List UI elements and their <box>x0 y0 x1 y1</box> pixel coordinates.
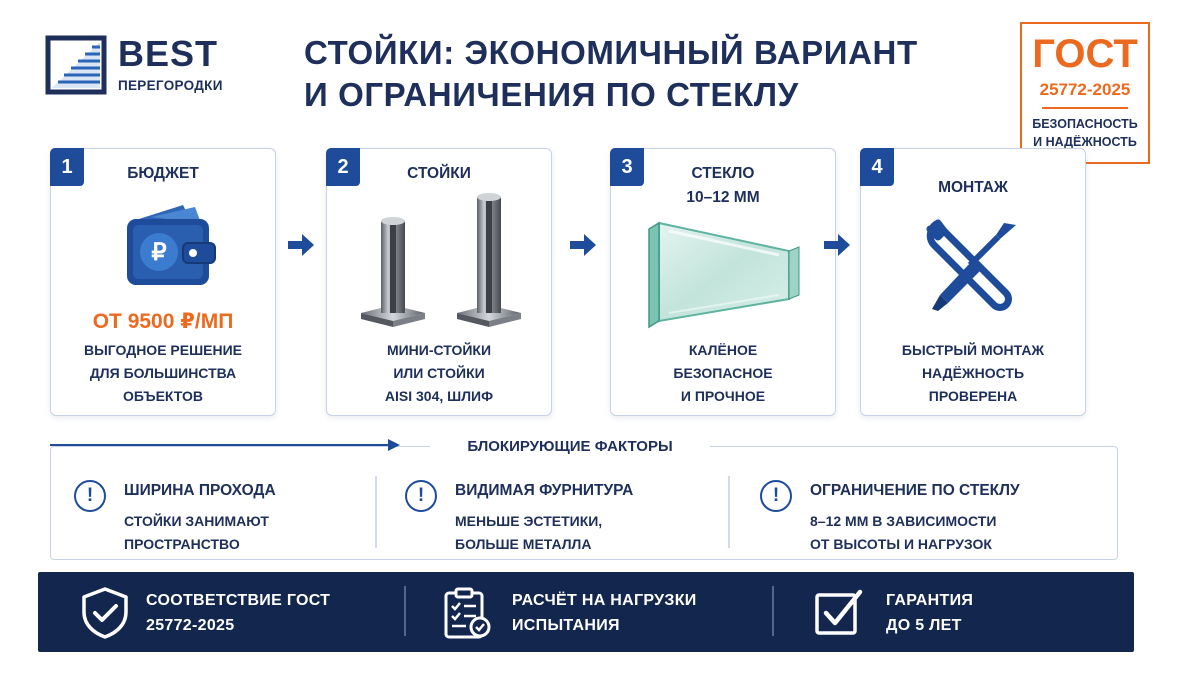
factor-title: ШИРИНА ПРОХОДА <box>124 482 276 499</box>
clipboard-checklist-icon <box>444 587 491 639</box>
flow-arrow-icon <box>570 234 596 256</box>
footer-item: РАСЧЁТ НА НАГРУЗКИ ИСПЫТАНИЯ <box>440 580 750 644</box>
shield-check-icon <box>82 587 128 639</box>
brand-name: BEST <box>118 33 219 74</box>
page-title: СТОЙКИ: ЭКОНОМИЧНЫЙ ВАРИАНТ И ОГРАНИЧЕНИ… <box>304 32 984 116</box>
factors-accent-line <box>50 444 390 446</box>
budget-price: ОТ 9500 ₽/МП <box>92 310 234 333</box>
step-description: КАЛЁНОЕ БЕЗОПАСНОЕ И ПРОЧНОЕ <box>611 339 835 408</box>
footer-item-text: СООТВЕТСТВИЕ ГОСТ 25772-2025 <box>146 588 330 638</box>
step-line: МИНИ-СТОЙКИ <box>386 342 492 358</box>
footer-item: СООТВЕТСТВИЕ ГОСТ 25772-2025 <box>78 580 378 644</box>
factor-description: СТОЙКИ ЗАНИМАЮТ ПРОСТРАНСТВО <box>124 510 269 556</box>
flow-arrow-icon <box>288 234 314 256</box>
footer-divider <box>772 586 774 636</box>
gost-badge: ГОСТ 25772-2025 БЕЗОПАСНОСТЬ И НАДЁЖНОСТ… <box>1020 22 1150 164</box>
factor-item: ! ВИДИМАЯ ФУРНИТУРА МЕНЬШЕ ЭСТЕТИКИ, БОЛ… <box>405 478 705 552</box>
factor-item: ! ШИРИНА ПРОХОДА СТОЙКИ ЗАНИМАЮТ ПРОСТРА… <box>74 478 364 552</box>
footer-line: СООТВЕТСТВИЕ ГОСТ <box>146 592 331 609</box>
flow-arrow-icon <box>824 234 850 256</box>
factor-title: ВИДИМАЯ ФУРНИТУРА <box>455 482 634 499</box>
brand-logo: BEST ПЕРЕГОРОДКИ <box>44 34 224 96</box>
brand-subtitle: ПЕРЕГОРОДКИ <box>118 78 223 93</box>
footer-divider <box>404 586 406 636</box>
step-line: ИЛИ СТОЙКИ <box>393 365 485 381</box>
footer-line: ДО 5 ЛЕТ <box>886 617 962 634</box>
step-line: ПРОВЕРЕНА <box>928 388 1018 404</box>
step-description: ВЫГОДНОЕ РЕШЕНИЕ ДЛЯ БОЛЬШИНСТВА ОБЪЕКТО… <box>51 339 275 408</box>
factor-line: ПРОСТРАНСТВО <box>124 536 240 552</box>
step-line: БЫСТРЫЙ МОНТАЖ <box>901 342 1045 358</box>
factors-arrowhead-icon <box>388 439 400 451</box>
factor-line: БОЛЬШЕ МЕТАЛЛА <box>455 536 592 552</box>
factor-divider <box>375 476 377 548</box>
glass-panel-icon <box>648 221 800 329</box>
factor-line: 8–12 ММ В ЗАВИСИМОСТИ <box>810 513 997 529</box>
gost-badge-divider <box>1042 107 1128 109</box>
wrench-screwdriver-icon <box>926 219 1016 311</box>
step-title: МОНТАЖ <box>938 179 1008 196</box>
step-number: 3 <box>610 148 644 186</box>
footer-item-text: ГАРАНТИЯ ДО 5 ЛЕТ <box>886 588 973 638</box>
exclamation-icon: ! <box>405 480 437 512</box>
step-line: AISI 304, ШЛИФ <box>384 388 494 404</box>
footer-item: ГАРАНТИЯ ДО 5 ЛЕТ <box>812 580 1112 644</box>
step-description: БЫСТРЫЙ МОНТАЖ НАДЁЖНОСТЬ ПРОВЕРЕНА <box>861 339 1085 408</box>
gost-badge-title: ГОСТ <box>1032 32 1138 76</box>
footer-line: ГАРАНТИЯ <box>886 592 974 609</box>
step-line: И ПРОЧНОЕ <box>680 388 766 404</box>
footer-line: 25772-2025 <box>146 617 235 634</box>
factor-description: 8–12 ММ В ЗАВИСИМОСТИ ОТ ВЫСОТЫ И НАГРУЗ… <box>810 510 996 556</box>
step-line: ОБЪЕКТОВ <box>122 388 204 404</box>
factor-item: ! ОГРАНИЧЕНИЕ ПО СТЕКЛУ 8–12 ММ В ЗАВИСИ… <box>760 478 1100 552</box>
footer-line: РАСЧЁТ НА НАГРУЗКИ <box>512 592 697 609</box>
factor-description: МЕНЬШЕ ЭСТЕТИКИ, БОЛЬШЕ МЕТАЛЛА <box>455 510 602 556</box>
gost-badge-desc-1: БЕЗОПАСНОСТЬ <box>1032 117 1138 131</box>
steel-posts-icon <box>361 193 521 327</box>
step-line: ВЫГОДНОЕ РЕШЕНИЕ <box>83 342 243 358</box>
step-card-posts: 2 СТОЙКИ МИНИ- <box>326 148 552 416</box>
exclamation-icon: ! <box>74 480 106 512</box>
step-subtitle: 10–12 ММ <box>686 189 760 206</box>
step-title: СТЕКЛО <box>691 165 755 182</box>
step-number: 2 <box>326 148 360 186</box>
step-title: СТОЙКИ <box>407 165 471 182</box>
factor-line: МЕНЬШЕ ЭСТЕТИКИ, <box>455 513 603 529</box>
step-line: БЕЗОПАСНОЕ <box>673 365 773 381</box>
step-title: БЮДЖЕТ <box>127 165 199 182</box>
step-number: 4 <box>860 148 894 186</box>
step-card-installation: 4 МОНТАЖ БЫСТРЫЙ МОНТАЖ НАДЁЖНОСТЬ ПРОВЕ… <box>860 148 1086 416</box>
logo-mark-icon <box>45 35 107 95</box>
step-line: НАДЁЖНОСТЬ <box>921 365 1025 381</box>
step-card-budget: 1 БЮДЖЕТ ₽ ОТ 9500 ₽/МП ВЫГОДНОЕ РЕШЕНИЕ… <box>50 148 276 416</box>
step-line: ДЛЯ БОЛЬШИНСТВА <box>89 365 237 381</box>
blocking-factors-title: БЛОКИРУЮЩИЕ ФАКТОРЫ <box>430 435 710 459</box>
factor-divider <box>728 476 730 548</box>
footer-item-text: РАСЧЁТ НА НАГРУЗКИ ИСПЫТАНИЯ <box>512 588 697 638</box>
gost-badge-desc-2: И НАДЁЖНОСТЬ <box>1033 135 1137 149</box>
page-title-line-1: СТОЙКИ: ЭКОНОМИЧНЫЙ ВАРИАНТ <box>304 34 918 71</box>
factor-title: ОГРАНИЧЕНИЕ ПО СТЕКЛУ <box>810 482 1020 499</box>
checkbox-icon <box>815 589 863 635</box>
step-card-glass: 3 СТЕКЛО 10–12 ММ КАЛЁНОЕ БЕЗОПАСНОЕ И П… <box>610 148 836 416</box>
gost-badge-number: 25772-2025 <box>1039 80 1131 99</box>
step-line: КАЛЁНОЕ <box>688 342 758 358</box>
page-title-line-2: И ОГРАНИЧЕНИЯ ПО СТЕКЛУ <box>304 76 799 113</box>
exclamation-icon: ! <box>760 480 792 512</box>
factor-line: СТОЙКИ ЗАНИМАЮТ <box>124 513 269 529</box>
footer-bar <box>38 572 1134 652</box>
wallet-ruble-icon: ₽ <box>127 205 216 285</box>
svg-text:₽: ₽ <box>151 239 166 266</box>
footer-line: ИСПЫТАНИЯ <box>512 617 620 634</box>
factor-line: ОТ ВЫСОТЫ И НАГРУЗОК <box>810 536 992 552</box>
step-description: МИНИ-СТОЙКИ ИЛИ СТОЙКИ AISI 304, ШЛИФ <box>327 339 551 408</box>
step-number: 1 <box>50 148 84 186</box>
